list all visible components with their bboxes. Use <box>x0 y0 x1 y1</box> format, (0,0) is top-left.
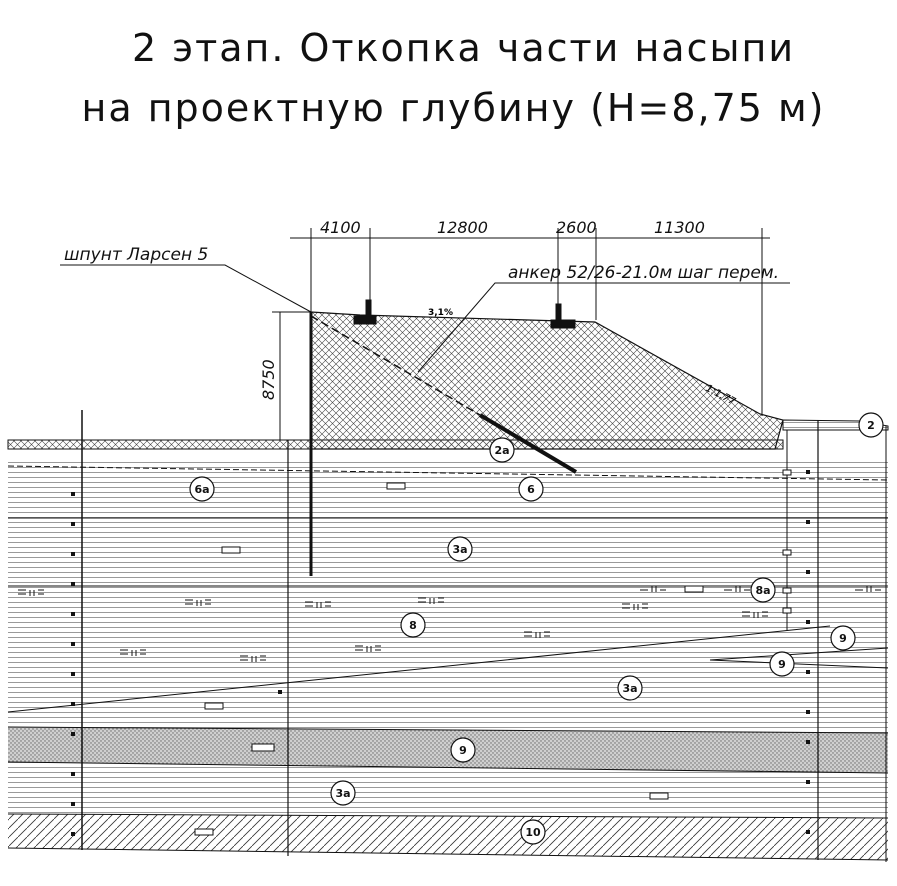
sheet-pile-leader <box>60 264 312 313</box>
borehole-dot <box>71 582 75 586</box>
layer-marker <box>189 476 215 502</box>
anchor-leader <box>417 282 790 373</box>
sample-marker <box>649 792 669 800</box>
borehole-dot <box>806 470 810 474</box>
borehole-dot <box>71 772 75 776</box>
layer-marker <box>617 675 643 701</box>
layer-marker <box>450 737 476 763</box>
layer-number: 10 <box>525 826 541 839</box>
layer-marker <box>858 412 884 438</box>
boundary-line <box>7 465 889 481</box>
boundary-line <box>7 847 889 861</box>
boundary-line <box>709 647 889 661</box>
layer-number: 9 <box>459 744 467 757</box>
borehole-dot <box>806 520 810 524</box>
layer-marker <box>330 780 356 806</box>
boundary-line <box>7 813 889 819</box>
layer-marker <box>769 651 795 677</box>
borehole-dot <box>278 690 282 694</box>
borehole-dot <box>71 802 75 806</box>
layer-marker <box>447 536 473 562</box>
dim-4100: 4100 <box>320 218 361 237</box>
sample-marker <box>386 482 406 490</box>
embankment <box>310 311 784 450</box>
layer-marker <box>520 819 546 845</box>
borehole-dot <box>806 570 810 574</box>
borehole-dot <box>806 740 810 744</box>
layer-number: 6а <box>194 483 209 496</box>
bedrock-layer-10 <box>8 814 888 860</box>
sample-marker <box>204 702 224 710</box>
layer-marker <box>750 577 776 603</box>
borehole-dot <box>71 522 75 526</box>
sample-marker <box>782 587 792 594</box>
borehole-dot <box>71 642 75 646</box>
borehole-dot <box>71 672 75 676</box>
layer-number: 2 <box>867 419 875 432</box>
sample-marker <box>194 828 214 836</box>
layer-number: 8 <box>409 619 417 632</box>
borehole-dot <box>71 612 75 616</box>
boundary-line <box>7 761 889 774</box>
layer-number: 9 <box>839 632 847 645</box>
anchor-grout <box>478 413 578 474</box>
slope-top-label: 3,1% <box>428 308 453 318</box>
sample-marker <box>684 585 704 593</box>
boundary-line <box>7 726 889 734</box>
layer-number: 2а <box>494 444 509 457</box>
layer-number: 3а <box>335 787 350 800</box>
borehole-dot <box>71 832 75 836</box>
sample-marker <box>782 607 792 614</box>
clay-symbol <box>724 585 750 592</box>
clay-symbol <box>742 611 768 618</box>
borehole-dot <box>806 620 810 624</box>
borehole-dot <box>806 830 810 834</box>
clay-symbol <box>18 589 44 596</box>
borehole-dot <box>806 670 810 674</box>
clay-symbol <box>622 603 648 610</box>
title-line-1: 2 этап. Откопка части насыпи <box>131 26 796 70</box>
dim-11300: 11300 <box>654 218 705 237</box>
clay-symbol <box>524 631 550 638</box>
sample-marker <box>782 549 792 556</box>
borehole-dot <box>71 732 75 736</box>
layer-marker <box>518 476 544 502</box>
layer-number: 6 <box>527 483 535 496</box>
dim-2600: 2600 <box>556 218 597 237</box>
borehole-dot <box>806 710 810 714</box>
layer-marker <box>830 625 856 651</box>
title-line-2: на проектную глубину (Н=8,75 м) <box>81 86 826 130</box>
layer-number: 3а <box>452 543 467 556</box>
sample-marker <box>251 743 275 752</box>
layer-number: 9 <box>778 658 786 671</box>
clay-symbol <box>185 599 211 606</box>
sheet-pile-label: шпунт Ларсен 5 <box>64 245 208 265</box>
clay-symbol <box>640 585 666 592</box>
boundary-line <box>709 659 889 669</box>
borehole-dot <box>71 552 75 556</box>
clay-symbol <box>305 601 331 608</box>
layer-marker <box>489 437 515 463</box>
clay-symbol <box>355 645 381 652</box>
borehole-dot <box>806 780 810 784</box>
borehole-dot <box>71 702 75 706</box>
clay-symbol <box>418 597 444 604</box>
layer-number: 3а <box>622 682 637 695</box>
clay-symbol <box>855 585 881 592</box>
sand-layer-9 <box>8 727 888 773</box>
anchor-label: анкер 52/26-21.0м шаг перем. <box>508 263 779 283</box>
dim-8750: 8750 <box>259 359 278 400</box>
layer-marker <box>400 612 426 638</box>
layer-number: 8а <box>755 584 770 597</box>
sample-marker <box>221 546 241 554</box>
clay-symbol <box>120 649 146 656</box>
borehole-dot <box>71 492 75 496</box>
dim-12800: 12800 <box>437 218 488 237</box>
clay-symbol <box>240 655 266 662</box>
sample-marker <box>782 469 792 476</box>
boundary-line <box>7 625 831 713</box>
anchor-rod <box>310 315 481 416</box>
